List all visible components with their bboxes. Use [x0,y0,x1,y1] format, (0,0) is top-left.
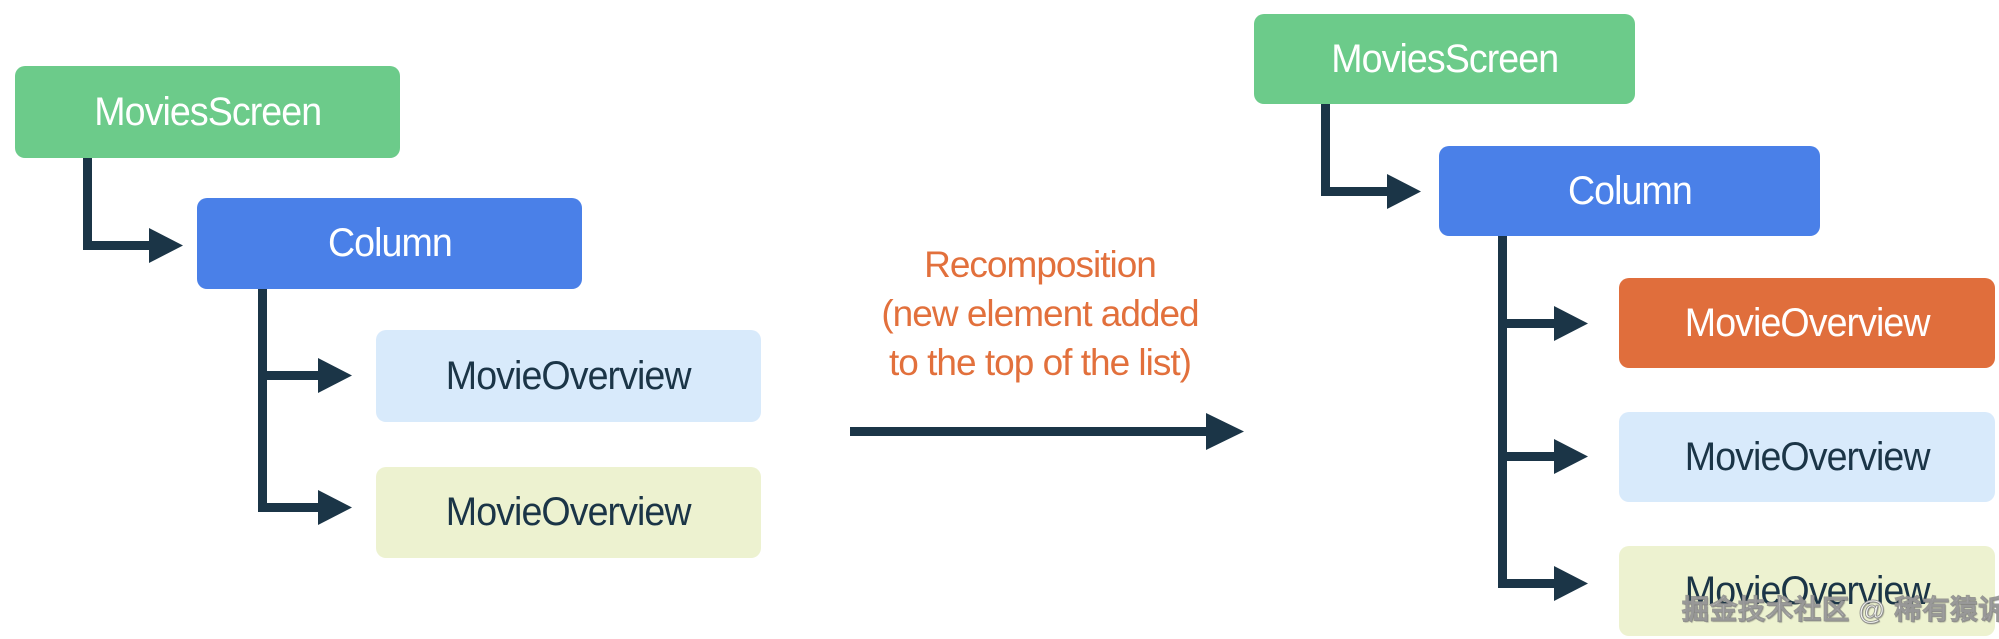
left-movieoverview-1-box: MovieOverview [376,330,761,422]
annotation-line-3: to the top of the list) [889,342,1192,383]
right-column-label: Column [1567,168,1693,213]
right-movieoverview-3-label: MovieOverview [1684,568,1931,613]
right-root-connector-hline [1321,187,1387,196]
right-branch1-hline [1498,319,1554,328]
recomposition-arrow-shaft [850,427,1206,436]
left-branch1-arrowhead-icon [318,358,352,393]
left-root-connector-vline [83,158,92,250]
left-movieoverview-2-label: MovieOverview [446,490,692,534]
recomposition-arrowhead-icon [1206,413,1244,450]
right-column-box: Column [1439,146,1820,236]
right-movieoverview-3-box: MovieOverview [1619,546,1995,636]
right-column-trunk-vline [1498,236,1507,588]
right-movieoverview-2-label: MovieOverview [1684,434,1931,479]
left-moviesscreen-box: MoviesScreen [15,66,400,158]
left-branch2-arrowhead-icon [318,490,352,525]
recomposition-annotation: Recomposition (new element added to the … [820,240,1260,387]
right-moviesscreen-box: MoviesScreen [1254,14,1635,104]
left-movieoverview-1-label: MovieOverview [446,353,692,398]
right-root-connector-vline [1321,104,1330,196]
right-branch3-arrowhead-icon [1554,566,1588,601]
right-branch2-hline [1498,452,1554,461]
left-branch2-hline [258,503,318,512]
right-movieoverview-new-label: MovieOverview [1684,300,1931,345]
left-root-connector-hline [83,241,149,250]
watermark: 掘金技术社区 @ 稀有猿诉 [1681,595,1999,626]
right-movieoverview-2-box: MovieOverview [1619,412,1995,502]
right-branch1-arrowhead-icon [1554,306,1588,341]
right-branch3-hline [1498,579,1554,588]
right-root-arrowhead-icon [1387,174,1421,209]
left-root-arrowhead-icon [149,228,183,263]
right-movieoverview-new-box: MovieOverview [1619,278,1995,368]
annotation-line-1: Recomposition [924,244,1157,285]
left-branch1-hline [258,371,318,380]
annotation-line-2: (new element added [881,293,1199,334]
left-column-label: Column [327,221,453,265]
left-moviesscreen-label: MoviesScreen [94,89,322,134]
left-column-box: Column [197,198,582,289]
left-column-trunk-vline [258,289,267,512]
right-moviesscreen-label: MoviesScreen [1331,36,1559,81]
right-branch2-arrowhead-icon [1554,439,1588,474]
left-movieoverview-2-box: MovieOverview [376,467,761,558]
